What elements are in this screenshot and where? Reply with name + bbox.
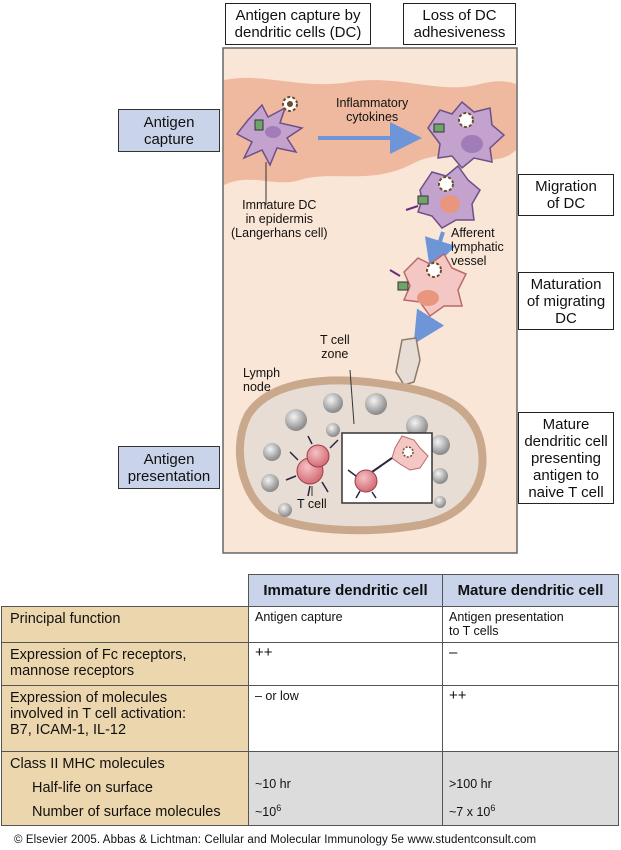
annotation-afferent-vessel: Afferent lymphatic vessel [451,226,504,268]
cell-mature: Antigen presentation to T cells [442,606,619,643]
cell-immature: – or low [248,685,443,752]
to-node-arrow [413,308,445,345]
half-life-immature: ~10 hr [255,776,291,791]
copyright-footer: © Elsevier 2005. Abbas & Lichtman: Cellu… [14,834,537,846]
mhc-label: Class II MHC molecules [10,756,165,772]
migrating-dc-icon [405,164,481,229]
row-label-mhc: Class II MHC molecules Half-life on surf… [1,751,249,826]
number-label: Number of surface molecules [32,804,221,820]
comparison-table: Immature dendritic cell Mature dendritic… [1,574,619,826]
dc-loss-adhesion-icon [427,100,506,170]
mature-dc-presenting-icon [371,435,429,473]
cell-mature: ++ [442,685,619,752]
immature-dc-icon [235,103,304,167]
annotation-t-cell-zone: T cell zone [320,333,350,361]
lymphatic-vessel-icon [395,337,421,386]
cell-immature: Antigen capture [248,606,443,643]
row-label: Expression of Fc receptors, mannose rece… [1,642,249,686]
annotation-immature-dc: Immature DC in epidermis (Langerhans cel… [231,198,328,240]
col-immature-header: Immature dendritic cell [248,574,443,607]
antigen-particle-icon [282,96,298,112]
header-loss-adhesiveness: Loss of DC adhesiveness [403,3,516,45]
annotation-inflammatory-cytokines: Inflammatory cytokines [336,96,409,124]
annotation-t-cell: T cell [297,497,327,511]
cell-immature: ++ [248,642,443,686]
number-immature: ~106 [255,802,282,819]
cell-mature-mhc: >100 hr ~7 x 106 [442,751,619,826]
label-migration: Migration of DC [518,174,614,216]
afferent-arrow [424,231,456,272]
naive-t-cell-icon [347,469,378,499]
header-antigen-capture: Antigen capture by dendritic cells (DC) [225,3,371,45]
label-maturation: Maturation of migrating DC [518,272,614,330]
maturing-dc-icon [389,252,468,318]
cell-mature: – [442,642,619,686]
label-mature-dc: Mature dendritic cell presenting antigen… [518,412,614,504]
number-mature: ~7 x 106 [449,802,496,819]
cell-immature-mhc: ~10 hr ~106 [248,751,443,826]
row-label: Expression of molecules involved in T ce… [1,685,249,752]
row-label: Principal function [1,606,249,643]
col-mature-header: Mature dendritic cell [442,574,619,607]
dc-migration-diagram [222,47,518,554]
t-cell-zone-pointer [349,369,355,425]
annotation-lymph-node: Lymph node [243,366,281,394]
label-antigen-presentation: Antigen presentation [118,446,220,489]
t-cell-icon [285,435,339,497]
label-antigen-capture: Antigen capture [118,109,220,152]
half-life-mature: >100 hr [449,776,492,791]
half-life-label: Half-life on surface [32,780,153,796]
follicles [261,393,450,517]
receptor-icon [254,119,264,131]
